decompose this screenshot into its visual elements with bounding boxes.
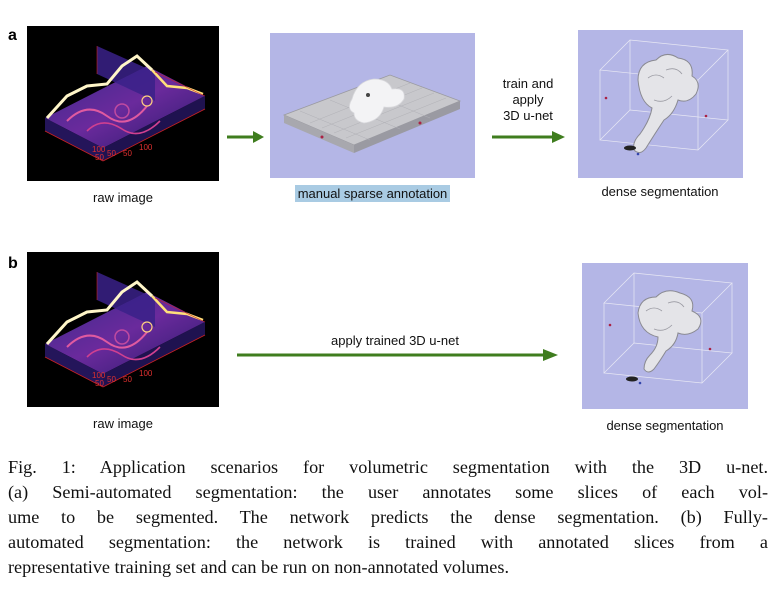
- raw-volume-render-b: 100 50 50 100 50: [44, 272, 206, 388]
- dense-segmentation-caption-b: dense segmentation: [606, 418, 724, 433]
- figure-caption: Fig. 1: Application scenarios for volume…: [8, 455, 768, 580]
- caption-line: Fig. 1: Application scenarios for volume…: [8, 457, 768, 477]
- arrow-label-train-apply: train and apply 3D u-net: [488, 76, 568, 124]
- tick-label: 50: [95, 379, 104, 388]
- raw-volume-render-a: 100 50 50 100 50: [44, 46, 206, 162]
- annotation-caption: manual sparse annotation: [270, 185, 475, 202]
- arrow-label-line: train and: [502, 76, 554, 91]
- tick-label: 50: [107, 149, 116, 158]
- annotated-volume-render: [282, 74, 462, 153]
- tick-label: 100: [92, 145, 106, 154]
- segmentation-render-a: [599, 39, 729, 156]
- dense-segmentation-image-a: [578, 30, 743, 178]
- panel-label-b: b: [8, 255, 18, 272]
- caption-line: (a) Semi-automated segmentation: the use…: [8, 482, 768, 502]
- dense-segmentation-caption-a: dense segmentation: [601, 184, 719, 199]
- tick-label: 100: [92, 371, 106, 380]
- tick-label: 50: [95, 153, 104, 162]
- dense-segmentation-image-b: [582, 263, 748, 409]
- raw-image-caption-b: raw image: [93, 416, 153, 431]
- raw-image-caption-a: raw image: [93, 190, 153, 205]
- arrow-label-line: 3D u-net: [503, 108, 553, 123]
- caption-line: automated segmentation: the network is t…: [8, 532, 768, 552]
- panel-label-a: a: [8, 27, 17, 44]
- tick-label: 50: [123, 375, 132, 384]
- tick-label: 100: [139, 369, 153, 378]
- caption-line: representative training set and can be r…: [8, 557, 509, 577]
- tick-label: 100: [139, 143, 153, 152]
- tick-label: 50: [123, 149, 132, 158]
- annotation-caption-text: manual sparse annotation: [294, 185, 451, 202]
- caption-line: ume to be segmented. The network predict…: [8, 507, 768, 527]
- arrow-label-apply-trained: apply trained 3D u-net: [331, 333, 459, 348]
- arrow-label-line: apply: [512, 92, 544, 107]
- tick-label: 50: [107, 375, 116, 384]
- segmentation-render-b: [603, 272, 733, 385]
- raw-image-a: 100 50 50 100 50: [27, 26, 219, 181]
- raw-image-b: 100 50 50 100 50: [27, 252, 219, 407]
- arrow-icon: [492, 131, 565, 143]
- arrow-icon: [237, 349, 558, 361]
- annotation-image: [270, 33, 475, 178]
- arrow-icon: [227, 131, 264, 143]
